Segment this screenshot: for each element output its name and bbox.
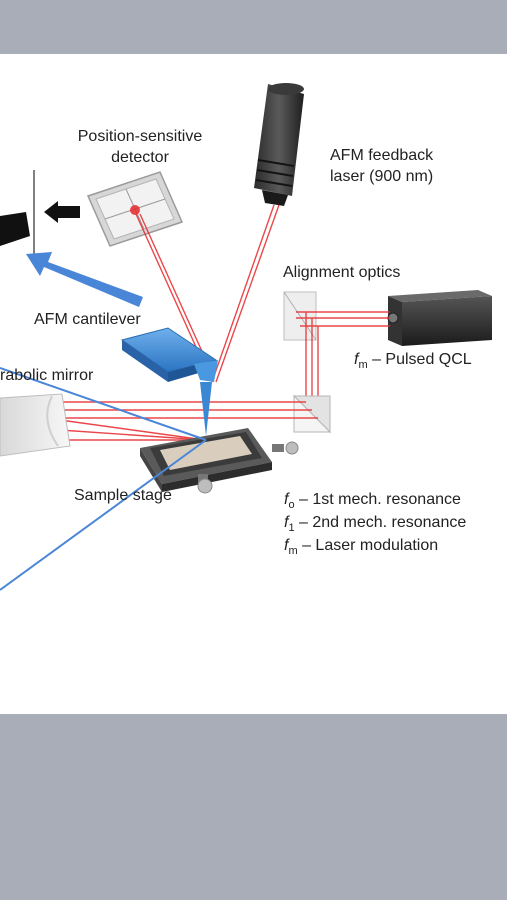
label-afm-laser-line1: AFM feedback bbox=[330, 147, 434, 164]
legend-item: fm – Laser modulation bbox=[284, 537, 438, 557]
afm-ir-setup-diagram: Position-sensitive detector AFM feedback… bbox=[0, 83, 492, 591]
black-arrow-icon bbox=[44, 201, 80, 223]
afm-cantilever bbox=[120, 327, 218, 436]
blue-annotation-arrow-icon bbox=[26, 252, 143, 307]
diagram-panel: Position-sensitive detector AFM feedback… bbox=[0, 54, 507, 714]
label-sample-stage: Sample stage bbox=[74, 487, 172, 504]
label-alignment-optics: Alignment optics bbox=[283, 264, 400, 281]
afm-feedback-laser bbox=[254, 83, 304, 206]
legend-item: f1 – 2nd mech. resonance bbox=[284, 514, 466, 534]
label-parabolic-mirror: rabolic mirror bbox=[0, 367, 94, 384]
pulsed-qcl-box bbox=[387, 290, 492, 346]
position-sensitive-detector bbox=[86, 171, 184, 247]
alignment-mirror-bottom bbox=[292, 394, 332, 434]
sample-stage bbox=[140, 428, 299, 494]
blue-annotation-lines bbox=[0, 367, 207, 591]
label-pulsed-qcl: fm – Pulsed QCL bbox=[354, 351, 472, 371]
qcl-beam-horizontal bbox=[54, 401, 318, 441]
bottom-gray-band bbox=[0, 714, 507, 900]
legend-item: fo – 1st mech. resonance bbox=[284, 491, 461, 511]
label-psd-line1: Position-sensitive bbox=[78, 128, 203, 145]
label-afm-laser-line2: laser (900 nm) bbox=[330, 168, 433, 185]
left-detector bbox=[0, 170, 35, 262]
label-afm-cantilever: AFM cantilever bbox=[34, 311, 141, 328]
qcl-beam bbox=[296, 311, 390, 404]
parabolic-mirror bbox=[0, 393, 71, 457]
frequency-legend: fo – 1st mech. resonance f1 – 2nd mech. … bbox=[284, 491, 466, 557]
label-psd-line2: detector bbox=[111, 149, 169, 166]
alignment-mirror-top bbox=[283, 291, 317, 341]
top-gray-band bbox=[0, 0, 507, 54]
